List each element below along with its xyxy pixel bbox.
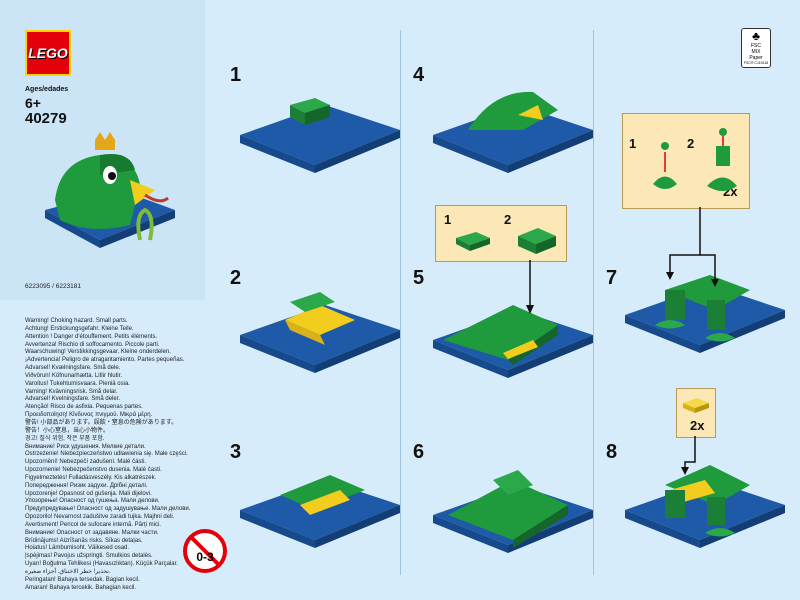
column-divider	[400, 30, 401, 575]
warning-line: Peringatan! Bahaya tersedak. Bagian keci…	[25, 576, 140, 583]
warning-line: Upozorenje! Opasnost od gušenja. Mali di…	[25, 490, 152, 497]
warning-line: Upozornění! Nebezpečí zadušení. Malé čás…	[25, 459, 147, 466]
step-number: 7	[606, 267, 618, 289]
ages-label: Ages/edades	[25, 86, 69, 93]
warning-line: Внимание! Риск удушения. Мелкие детали.	[25, 443, 146, 450]
step-3-model-image	[240, 475, 400, 548]
warning-line: Advarsel! Kvælningsfare. Små dele.	[25, 365, 121, 372]
warning-line: Warning! Choking hazard. Small parts.	[25, 318, 128, 324]
step-2-model-image	[240, 292, 400, 373]
warning-line: Įspėjimas! Pavojus užspringti. Smulkios …	[25, 553, 153, 560]
fsc-mix: MIX	[751, 49, 761, 55]
warning-line: Attention ! Danger d'étouffement. Petits…	[25, 333, 158, 340]
lego-logo: LEGO	[25, 30, 71, 76]
age-restriction-label: 0-3	[196, 550, 214, 564]
warning-line: Внимание! Опасност от задавяне. Малки ча…	[25, 529, 159, 536]
step-5-model-image	[433, 305, 593, 378]
warning-line: ¡Advertencia! Peligro de atragantamiento…	[25, 357, 185, 364]
step-4-model-image	[433, 91, 593, 173]
leaf-plant-assembly-image	[653, 128, 737, 191]
column-divider	[593, 30, 594, 575]
step-number: 2	[230, 267, 242, 289]
warning-line: Varoitus! Tukehtumisvaara. Pieniä osia.	[25, 380, 130, 387]
warning-line: Avvertenza! Rischio di soffocamento. Pic…	[25, 341, 160, 348]
cover-panel: LEGO Ages/edades 6+ 40279 6223095 / 6223…	[0, 0, 227, 600]
product-codes: 6223095 / 6223181	[25, 283, 82, 290]
yellow-slope-image	[683, 398, 709, 413]
sub-step-number: 1	[629, 136, 637, 151]
warning-line: Opozorilo! Nevarnost zadušitve zaradi tu…	[25, 514, 175, 521]
warning-line: Hoiatus! Lämbumisoht. Väikesed osad.	[25, 545, 130, 552]
warning-line: Ostrzeżenie! Niebezpieczeństwo udławieni…	[25, 451, 188, 458]
warning-line: Предупредување! Опасност од задушување. …	[25, 506, 191, 513]
warning-line: Попередження! Ризик задухи. Дрібні детал…	[25, 482, 148, 489]
sub-step-number: 2	[687, 136, 695, 151]
warning-line: Упозорење! Опасност од гушења. Мали дело…	[25, 498, 160, 505]
step-number: 5	[413, 267, 425, 289]
warning-line: Amaran! Bahaya tercekik. Bahagian kecil.	[25, 584, 137, 591]
fsc-label: ♣ FSC MIX Paper FSC® C115118	[741, 28, 771, 68]
step-number: 8	[606, 441, 618, 463]
age-restriction-icon: 0-3	[183, 529, 227, 573]
step-7-callout: 1 2 2x	[622, 113, 750, 209]
step-5-callout: 1 2	[435, 205, 567, 262]
choking-warnings: Warning! Choking hazard. Small parts.Ach…	[25, 318, 190, 593]
fsc-paper: Paper	[749, 55, 763, 61]
warning-line: تحذير! خطر الاختناق. أجزاء صغيرة.	[25, 569, 111, 575]
warning-line: Viðvörun! Köfnunarhætta. Litlir hlutir.	[25, 372, 122, 379]
step-1-model-image	[240, 98, 400, 173]
warning-line: Avertisment! Pericol de sufocare internă…	[25, 521, 161, 528]
step-number: 3	[230, 441, 242, 463]
step-8-model-image	[625, 465, 785, 548]
step-number: 1	[230, 64, 242, 86]
step-6-model-image	[433, 470, 593, 553]
warning-line: Uyarı! Boğulma Tehlikesi (Havasızlıktan)…	[25, 561, 178, 568]
warning-line: Figyelmeztetés! Fulladásveszély. Kis alk…	[25, 474, 157, 481]
slope-brick-image	[518, 228, 556, 254]
warning-line: 警告! 小部品があります。誤飲・窒息の危険があります。	[25, 419, 178, 426]
multiplier-label: 2x	[690, 418, 705, 433]
warning-line: 경고! 질식 위험, 작은 부품 포함.	[25, 435, 105, 442]
warning-line: Varning! Kvävningsrisk. Små delar.	[25, 388, 118, 395]
warning-line: Προειδοποίηση! Κίνδυνος πνιγμού. Μικρά μ…	[25, 412, 153, 419]
sub-step-number: 2	[504, 212, 512, 227]
warning-line: Achtung! Erstickungsgefahr. Kleine Teile…	[25, 325, 134, 332]
step-8-callout	[676, 388, 716, 438]
brick-1x2-image	[456, 232, 490, 251]
step-number: 6	[413, 441, 425, 463]
fsc-text: FSC	[751, 43, 761, 49]
set-number: 40279	[25, 110, 67, 127]
sub-step-number: 1	[444, 212, 452, 227]
age-value: 6+	[25, 95, 41, 111]
warning-line: 警告！小心窒息，当心小物件。	[25, 427, 110, 434]
frog-prince-model-image	[45, 132, 175, 248]
warning-line: Atenção! Risco de asfixia. Pequenas part…	[25, 404, 143, 411]
warning-line: Waarschuwing! Verstikkingsgevaar. Kleine…	[25, 349, 171, 356]
step-number: 4	[413, 64, 425, 86]
warning-line: Advarsel! Kvelningsfare. Små deler.	[25, 396, 121, 403]
warning-line: Brīdinājums! Aizrīšanās risks. Sīkas det…	[25, 537, 143, 544]
step-7-model-image	[625, 275, 785, 353]
fsc-code: FSC® C115118	[743, 61, 769, 65]
warning-line: Upozornenie! Nebezpečenstvo dusenia. Mal…	[25, 467, 162, 474]
